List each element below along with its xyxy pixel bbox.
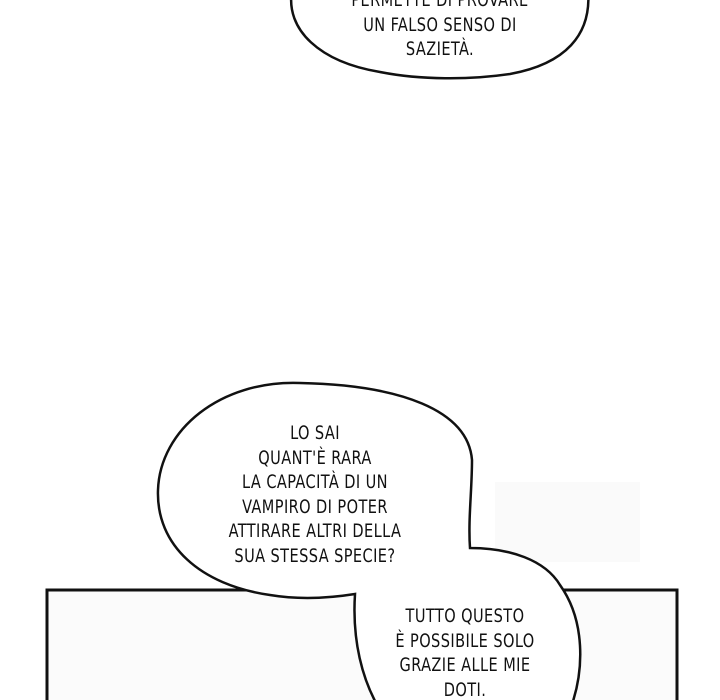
text-line: ATTIRARE ALTRI DELLA xyxy=(228,520,402,542)
text-line: PERMETTE DI PROVARE xyxy=(351,0,529,11)
text-line: UN FALSO SENSO DI xyxy=(363,13,517,36)
text-line: LO SAI xyxy=(290,422,340,444)
speech-text-answer: TUTTO QUESTO È POSSIBILE SOLO GRAZIE ALL… xyxy=(380,604,550,700)
speech-text-top: PERMETTE DI PROVARE UN FALSO SENSO DI SA… xyxy=(313,0,568,62)
background-detail xyxy=(495,482,640,562)
speech-bubble-top xyxy=(289,0,590,80)
text-line: LA CAPACITÀ DI UN xyxy=(242,471,388,493)
text-line: È POSSIBILE SOLO xyxy=(395,629,535,652)
text-line: SUA STESSA SPECIE? xyxy=(234,544,396,567)
text-line: DOTI. xyxy=(443,678,487,700)
text-line: TUTTO QUESTO xyxy=(405,605,525,627)
speech-bubble-cloud xyxy=(156,381,582,700)
text-line: QUANT'È RARA xyxy=(258,446,372,469)
speech-text-question: LO SAI QUANT'È RARA LA CAPACITÀ DI UN VA… xyxy=(183,421,447,568)
text-line: SAZIETÀ. xyxy=(405,38,475,60)
text-line: GRAZIE ALLE MIE xyxy=(399,654,531,676)
text-line: VAMPIRO DI POTER xyxy=(242,495,388,518)
